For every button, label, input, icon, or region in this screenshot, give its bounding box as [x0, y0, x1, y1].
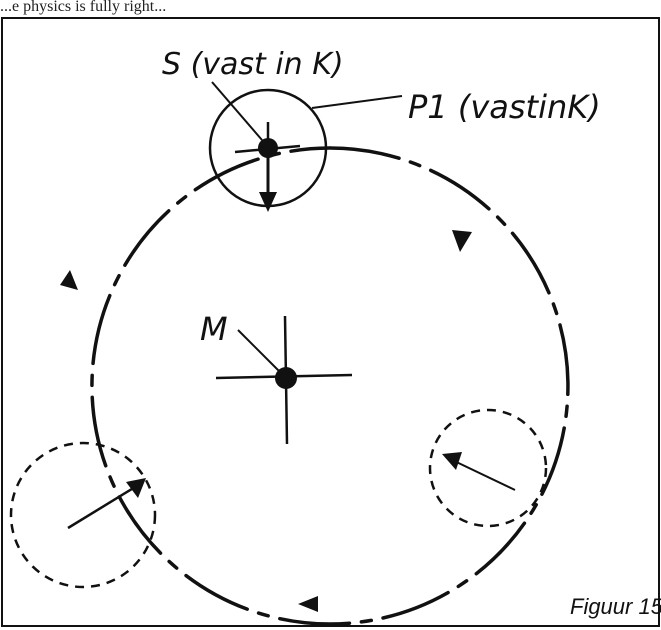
- s-label: S (vast in K): [162, 47, 344, 82]
- cropped-top-text: ...e physics is fully right...: [0, 0, 167, 15]
- right-circle-arrowhead: [442, 452, 462, 470]
- right-dashed-circle: [428, 408, 548, 528]
- right-circle-arrow-shaft: [447, 457, 516, 491]
- orbit-arrow-bottom: [298, 596, 318, 612]
- m-center-point: [275, 367, 297, 389]
- s-leader-line: [211, 81, 263, 141]
- left-circle-arrow-shaft: [67, 482, 141, 530]
- orbit-circle: [90, 146, 570, 626]
- s-down-arrowhead: [259, 192, 277, 212]
- orbit-arrow-upper-right: [452, 230, 472, 252]
- s-point: [258, 138, 278, 158]
- figure-caption: Figuur 15: [570, 594, 661, 619]
- m-leader-line: [237, 329, 281, 373]
- orbit-arrow-upper-left: [60, 270, 78, 290]
- m-label: M: [200, 310, 228, 348]
- left-dashed-circle: [9, 441, 157, 589]
- p1-leader-line: [311, 95, 403, 109]
- figure-border: [1, 17, 660, 627]
- left-circle-arrowhead: [126, 478, 146, 498]
- p1-label: P1 (vastinK): [408, 88, 601, 126]
